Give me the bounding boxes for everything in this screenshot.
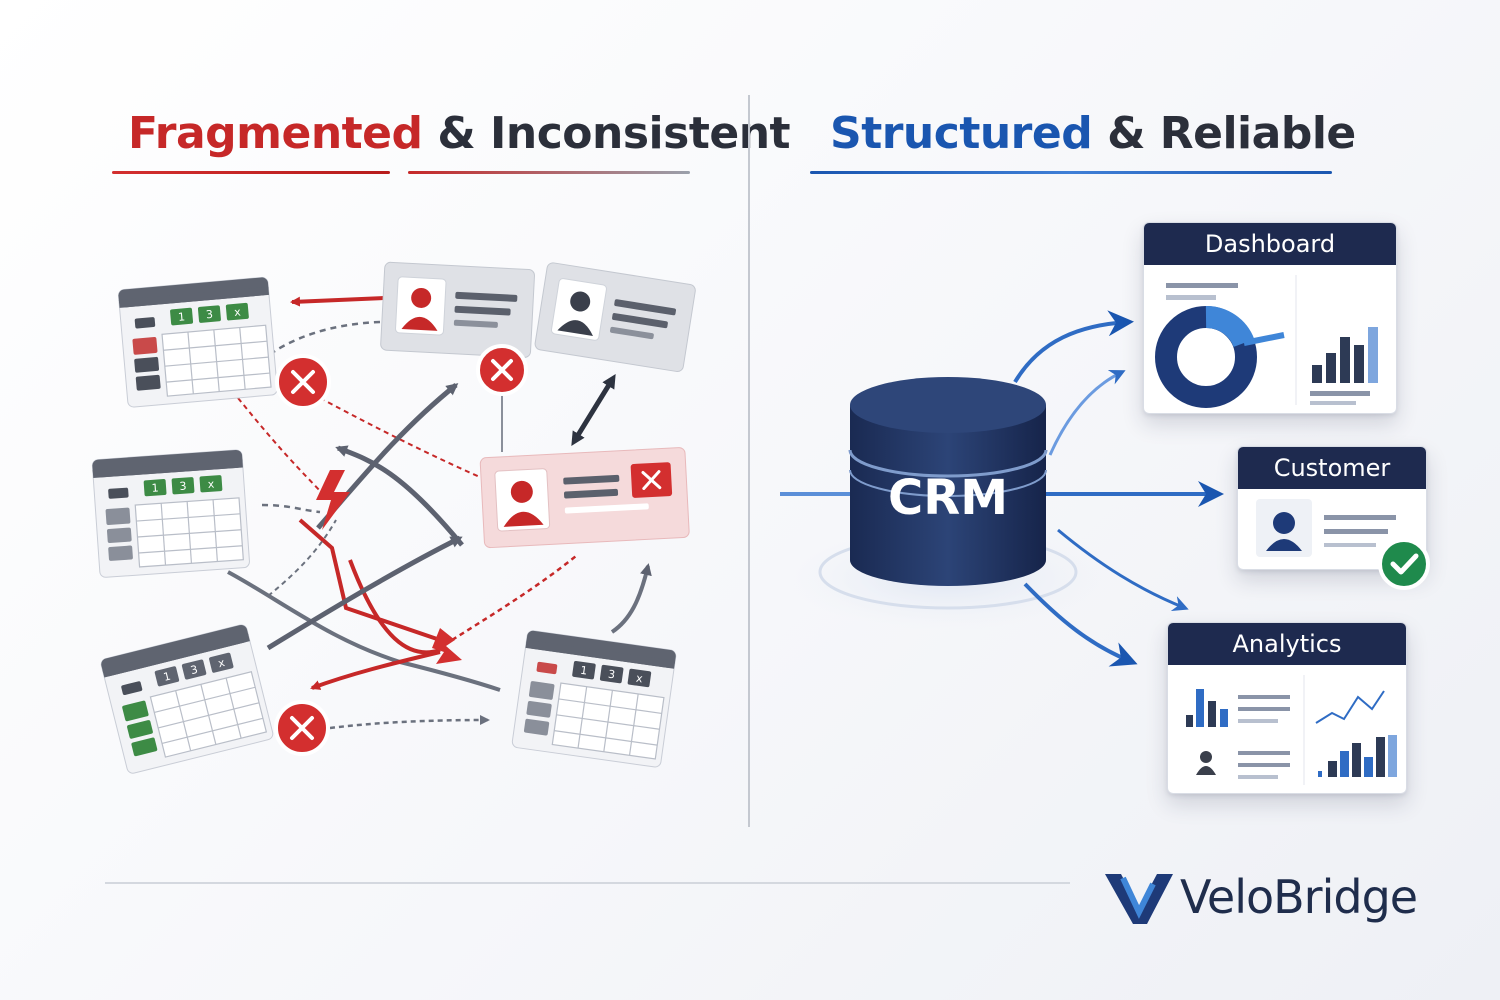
heading-structured-rest: & Reliable <box>1107 108 1356 159</box>
user-icon <box>1196 751 1216 775</box>
contact-card-2 <box>533 261 697 373</box>
underline-left-red <box>112 171 390 174</box>
analytics-panel: Analytics <box>1167 622 1407 794</box>
brand-name: VeloBridge <box>1180 870 1418 924</box>
dashboard-panel: Dashboard <box>1143 222 1397 414</box>
sheet-cell: 1 <box>162 670 172 684</box>
sheet-cell: x <box>217 656 227 670</box>
error-x-icon <box>476 344 528 396</box>
crm-label: CRM <box>888 470 1008 526</box>
sheet-cell: 1 <box>580 664 589 678</box>
check-icon <box>1378 538 1430 590</box>
center-divider <box>748 95 750 827</box>
heading-fragmented-rest: & Inconsistent <box>437 108 791 159</box>
sheet-cell: 3 <box>179 479 187 492</box>
analytics-panel-title: Analytics <box>1168 623 1406 665</box>
user-icon <box>570 291 591 312</box>
sheet-cell: 3 <box>189 663 199 677</box>
sheet-cell: 3 <box>205 308 213 322</box>
sheet-cell: x <box>635 672 644 686</box>
lightning-icon <box>316 470 350 530</box>
sheet-cell: 1 <box>151 481 159 494</box>
sheet-cell: 1 <box>178 310 186 324</box>
velobridge-logo-icon <box>1105 874 1173 924</box>
underline-right <box>810 171 1332 174</box>
spreadsheet-1: 1 3 x <box>117 276 279 409</box>
spreadsheet-4: 1 3 x <box>510 629 678 769</box>
customer-content <box>1256 499 1396 557</box>
spreadsheet-2: 1 3 x <box>91 448 251 579</box>
heading-structured-accent: Structured <box>830 108 1093 159</box>
dashboard-content <box>1155 275 1378 408</box>
user-icon <box>411 287 432 308</box>
user-icon <box>510 480 533 503</box>
error-x-icon <box>274 700 330 756</box>
underline-left-gray <box>408 171 690 174</box>
spreadsheet-3: 1 3 x <box>99 623 275 776</box>
user-icon <box>1273 512 1295 534</box>
sheet-cell: x <box>234 305 242 319</box>
sheet-cell: x <box>207 478 215 491</box>
error-x-icon <box>275 354 331 410</box>
lightning-icon <box>432 628 462 664</box>
connection-lines <box>227 296 652 730</box>
heading-fragmented: Fragmented & Inconsistent <box>128 108 791 159</box>
contact-card-1 <box>379 261 536 359</box>
heading-fragmented-accent: Fragmented <box>128 108 423 159</box>
contact-card-error <box>479 447 690 549</box>
bottom-divider <box>105 882 1070 884</box>
customer-panel-title: Customer <box>1238 447 1426 489</box>
dashboard-panel-title: Dashboard <box>1144 223 1396 265</box>
analytics-content <box>1186 675 1397 785</box>
fragmented-diagram: 1 3 x 1 3 x 1 3 x 1 3 x <box>91 261 697 776</box>
sheet-cell: 3 <box>607 668 616 682</box>
heading-structured: Structured & Reliable <box>830 108 1356 159</box>
line-chart <box>1315 690 1385 724</box>
